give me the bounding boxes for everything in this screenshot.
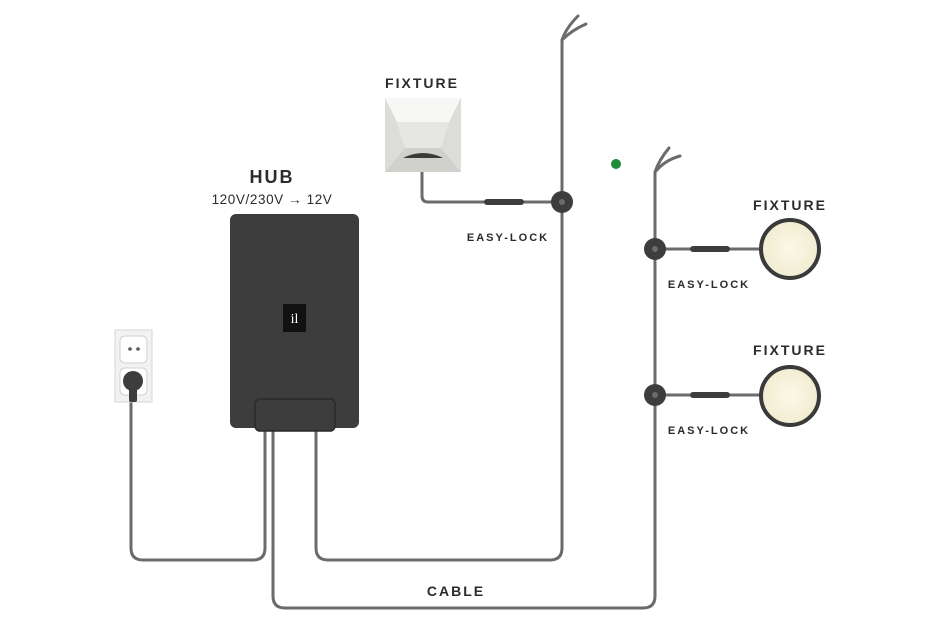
status-dot-icon	[611, 159, 621, 169]
cable-end-2	[653, 146, 682, 174]
power-cable	[129, 398, 267, 562]
fixture-label-top: FIXTURE	[385, 75, 459, 91]
main-cable	[271, 170, 657, 610]
connector-label-top: EASY-LOCK	[467, 232, 549, 244]
fixture-label-right-upper: FIXTURE	[753, 197, 827, 213]
cable-end-1	[560, 14, 588, 42]
hub-title: HUB	[250, 167, 295, 187]
fixture-lead-top	[420, 170, 564, 204]
connector-icon	[690, 246, 730, 252]
connector-label-right-lower: EASY-LOCK	[668, 425, 750, 437]
plug-icon	[123, 371, 143, 402]
hub-logo	[283, 304, 306, 332]
trunk-cable-1	[314, 38, 564, 562]
inline-connectors	[484, 199, 730, 398]
hub-voltage: 120V/230V → 12V	[212, 192, 333, 207]
hub: il	[230, 214, 359, 432]
connector-label-right-upper: EASY-LOCK	[668, 279, 750, 291]
connector-icon	[484, 199, 524, 205]
fixture-label-right-lower: FIXTURE	[753, 342, 827, 358]
round-fixture-icon	[759, 365, 821, 427]
hub-port-panel	[254, 398, 336, 432]
square-fixture-icon	[385, 98, 461, 172]
round-fixture-icon	[759, 218, 821, 280]
hub-logo-text: il	[291, 312, 299, 327]
junctions	[551, 191, 666, 406]
connector-icon	[690, 392, 730, 398]
cable-label: CABLE	[427, 583, 485, 599]
